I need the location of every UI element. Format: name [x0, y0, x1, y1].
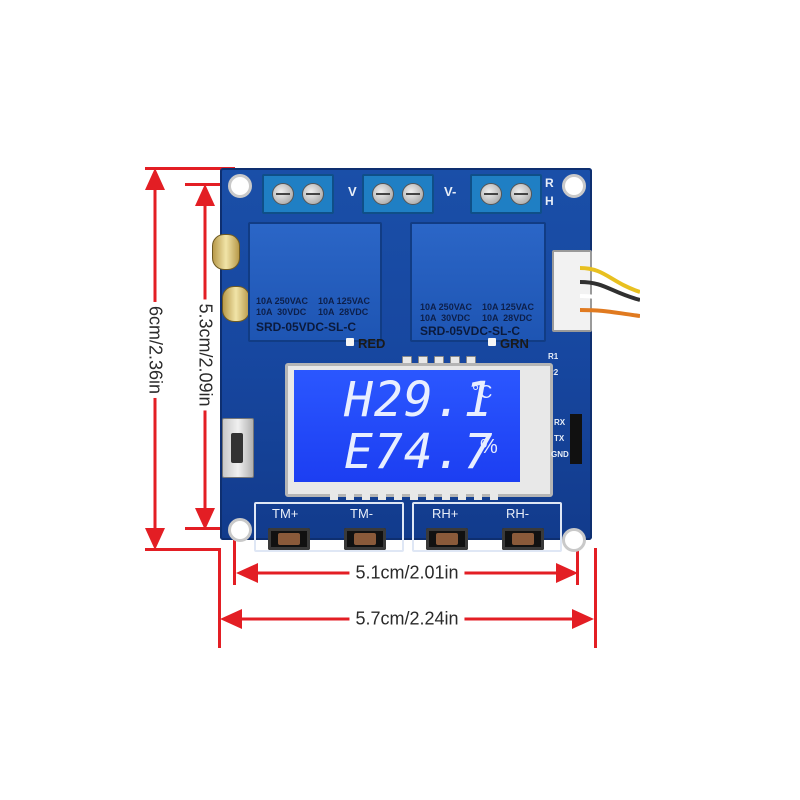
relay-2-spec-right: 10A 125VAC 10A 28VDC	[482, 302, 535, 323]
mounting-hole-tr	[562, 174, 586, 198]
label-v-minus: V-	[444, 184, 457, 199]
screw-icon	[402, 183, 424, 205]
label-h: H	[545, 194, 554, 208]
sensor-wires	[580, 266, 640, 318]
sensor-connector	[552, 250, 592, 332]
display-unit-celsius: °C	[472, 382, 493, 402]
screw-icon	[510, 183, 532, 205]
led-green-label: GRN	[500, 336, 529, 351]
dim-bottom-line-inner	[185, 527, 230, 530]
screw-icon	[372, 183, 394, 205]
relay-1-spec-left: 10A 250VAC 10A 30VDC	[256, 296, 309, 317]
capacitor-1	[212, 234, 240, 270]
relay-2: 10A 250VAC 10A 30VDC 10A 125VAC 10A 28VD…	[410, 222, 546, 342]
rh-minus-button[interactable]	[502, 528, 544, 550]
display-unit-percent: %	[480, 436, 498, 458]
dim-height-outer-label: 6cm/2.36in	[144, 301, 166, 399]
label-r1: R1	[548, 352, 559, 361]
screw-icon	[480, 183, 502, 205]
terminal-block-left	[262, 174, 334, 214]
screw-icon	[302, 183, 324, 205]
dim-height-inner-label: 5.3cm/2.09in	[194, 299, 216, 411]
dim-bottom-line-outer	[145, 548, 220, 551]
dim-right-vert-guide-2	[594, 548, 597, 648]
terminal-block-right	[470, 174, 542, 214]
terminal-block-middle	[362, 174, 434, 214]
dim-top-line-outer	[145, 167, 235, 170]
button-label-rh-plus: RH+	[432, 506, 459, 521]
button-label-tm-plus: TM+	[272, 506, 299, 521]
uart-header	[570, 414, 582, 464]
label-gnd: GND	[551, 450, 569, 459]
usb-port[interactable]	[222, 418, 254, 478]
relay-2-model: SRD-05VDC-SL-C	[420, 324, 521, 338]
relay-1-model: SRD-05VDC-SL-C	[256, 320, 357, 334]
label-r2: R2	[548, 368, 559, 377]
usb-opening	[231, 433, 243, 463]
button-label-rh-minus: RH-	[506, 506, 530, 521]
capacitor-2	[222, 286, 250, 322]
lcd-screen: H29.1 °C E74.7 %	[294, 370, 520, 482]
screw-icon	[272, 183, 294, 205]
mounting-hole-bl	[228, 518, 252, 542]
relay-2-spec-left: 10A 250VAC 10A 30VDC	[420, 302, 473, 323]
relay-1-spec-right: 10A 125VAC 10A 28VDC	[318, 296, 371, 317]
display-line-temperature: H29.1	[344, 372, 494, 428]
button-panel-right	[412, 502, 562, 552]
mounting-hole-br	[562, 528, 586, 552]
led-red	[346, 338, 354, 346]
led-green	[488, 338, 496, 346]
rh-plus-button[interactable]	[426, 528, 468, 550]
label-v-plus: V	[348, 184, 357, 199]
label-r: R	[545, 176, 554, 190]
tm-plus-button[interactable]	[268, 528, 310, 550]
dim-left-vert-guide-2	[233, 530, 236, 585]
button-label-tm-minus: TM-	[350, 506, 374, 521]
button-panel-left	[254, 502, 404, 552]
tm-minus-button[interactable]	[344, 528, 386, 550]
label-tx: TX	[554, 434, 565, 443]
lcd-bottom-pins	[330, 490, 500, 500]
dim-top-line-inner	[185, 183, 230, 186]
dim-width-outer-label: 5.7cm/2.24in	[349, 608, 465, 630]
label-rx: RX	[554, 418, 566, 427]
display-line-humidity: E74.7	[344, 424, 494, 480]
dim-right-vert-guide	[576, 530, 579, 585]
dim-left-vert-guide	[218, 548, 221, 648]
relay-1: 10A 250VAC 10A 30VDC 10A 125VAC 10A 28VD…	[248, 222, 382, 342]
dim-width-inner-label: 5.1cm/2.01in	[349, 562, 465, 584]
led-red-label: RED	[358, 336, 386, 351]
mounting-hole-tl	[228, 174, 252, 198]
